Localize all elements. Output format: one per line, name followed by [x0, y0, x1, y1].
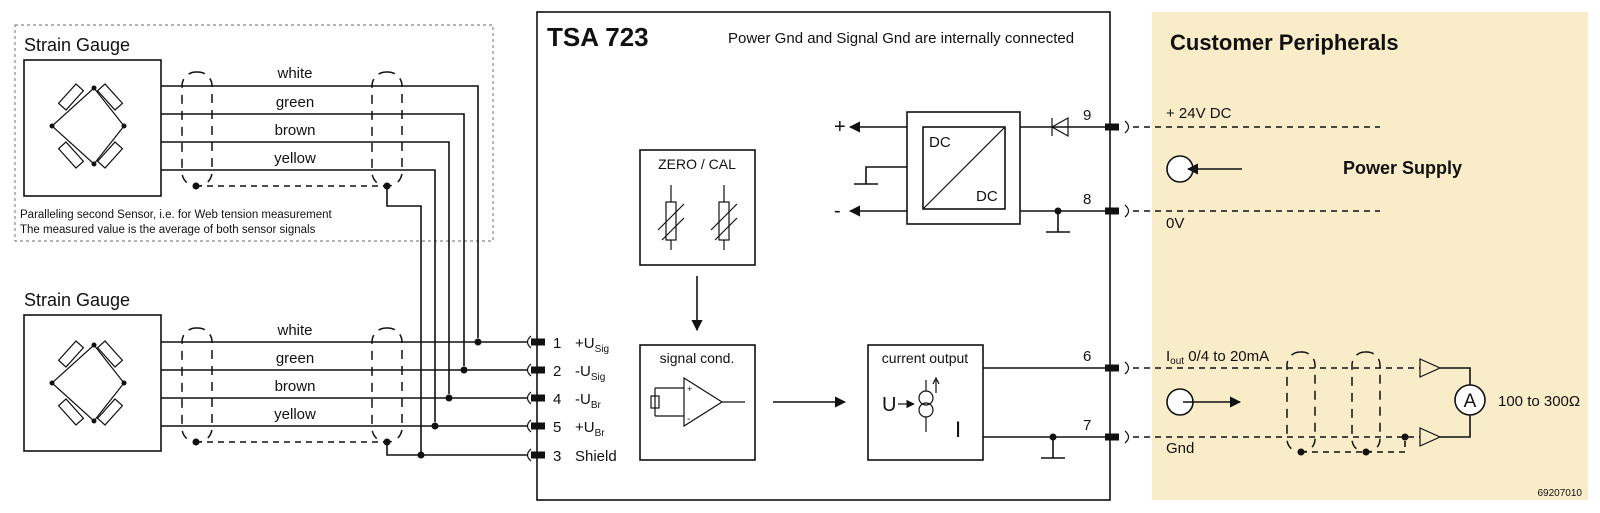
bottom-cable-shield-right: [371, 327, 403, 443]
svg-text:2: 2: [553, 363, 561, 380]
top-wire-green: [161, 113, 465, 366]
minus-sign: -: [834, 200, 841, 222]
trim-potentiometer-icon: [657, 185, 738, 250]
bottom-wire-label-brown: brown: [275, 378, 316, 395]
dc-dc-converter: [906, 111, 1021, 225]
terminal-3: 3 Shield: [526, 448, 617, 465]
bottom-cable-shield-left: [181, 327, 213, 443]
second-sensor-group-box: [14, 24, 494, 242]
terminal-7: 7: [1083, 417, 1130, 444]
iout-label: Iout 0/4 to 20mA: [1166, 348, 1269, 367]
ammeter-icon: [1454, 384, 1486, 416]
top-wire-white: [161, 85, 479, 338]
top-wire-brown: [161, 141, 450, 394]
customer-peripherals-area: [1152, 12, 1588, 500]
top-cable-shield-right: [371, 71, 403, 187]
top-wire-label-white: white: [276, 65, 312, 82]
dc-dc-inner: [922, 126, 1006, 210]
tsa-723-box: [536, 11, 1111, 501]
svg-text:5: 5: [553, 419, 561, 436]
svg-text:3: 3: [553, 448, 561, 465]
svg-text:+USig: +USig: [575, 335, 609, 355]
wheatstone-bridge-bottom-icon: [49, 340, 127, 426]
diode-icon: [1050, 116, 1069, 138]
terminal-8: 8: [1083, 191, 1130, 218]
svg-text:1: 1: [553, 335, 561, 352]
zero-v-label: 0V: [1166, 215, 1184, 232]
svg-text:+: +: [687, 384, 692, 394]
terminal-5: 5 +UBr: [526, 419, 605, 439]
dc-top-label: DC: [929, 134, 951, 151]
svg-text:8: 8: [1083, 191, 1091, 208]
gnd-label: Gnd: [1166, 440, 1194, 457]
plus-24v-label: + 24V DC: [1166, 105, 1232, 122]
svg-text:6: 6: [1083, 348, 1091, 365]
svg-text:-USig: -USig: [575, 363, 605, 383]
load-loop: [1440, 367, 1471, 438]
terminal-4: 4 -UBr: [526, 391, 601, 411]
svg-text:-: -: [687, 414, 690, 425]
shield-wire-to-terminal: [386, 442, 528, 456]
device-title: TSA 723: [547, 22, 649, 52]
plus-sign: +: [834, 116, 846, 138]
customer-shield-drain: [1301, 437, 1406, 453]
figure-id: 69207010: [1538, 488, 1583, 499]
strain-gauge-bottom-title: Strain Gauge: [24, 290, 130, 310]
load-label: 100 to 300Ω: [1498, 393, 1580, 410]
svg-text:Shield: Shield: [575, 448, 617, 465]
current-output-block: [867, 344, 984, 461]
top-wire-label-yellow: yellow: [274, 150, 316, 167]
svg-text:U: U: [882, 394, 896, 416]
wheatstone-bridge-top-icon: [49, 83, 127, 169]
top-wire-label-brown: brown: [275, 122, 316, 139]
power-supply-arrow-icon: [1166, 155, 1242, 183]
zero-cal-label: ZERO / CAL: [658, 156, 736, 172]
bottom-wire-label-white: white: [276, 322, 312, 339]
ammeter-symbol: A: [1464, 391, 1477, 412]
top-cable-shield-left: [181, 71, 213, 187]
svg-text:7: 7: [1083, 417, 1091, 434]
strain-gauge-top-box: [23, 59, 162, 197]
current-output-label: current output: [882, 350, 968, 366]
svg-text:9: 9: [1083, 107, 1091, 124]
top-wire-yellow: [161, 169, 436, 422]
svg-text:-UBr: -UBr: [575, 391, 601, 411]
internal-ground: [854, 166, 907, 185]
customer-title: Customer Peripherals: [1170, 30, 1399, 55]
strain-gauge-top-title: Strain Gauge: [24, 35, 130, 55]
device-note: Power Gnd and Signal Gnd are internally …: [728, 30, 1074, 47]
bottom-wire-label-green: green: [276, 350, 314, 367]
signal-cond-label: signal cond.: [660, 350, 735, 366]
svg-text:I: I: [955, 417, 961, 442]
bottom-wire-label-yellow: yellow: [274, 406, 316, 423]
current-source-icon: U I: [882, 376, 961, 442]
parallel-note-line1: Paralleling second Sensor, i.e. for Web …: [20, 209, 333, 221]
dc-bottom-label: DC: [976, 188, 998, 205]
power-supply-label: Power Supply: [1343, 158, 1462, 178]
terminal-6: 6: [1083, 348, 1130, 375]
terminal-1: 1 +USig: [526, 335, 609, 355]
parallel-note-line2: The measured value is the average of bot…: [20, 224, 316, 236]
current-output-arrow-icon: [1166, 388, 1242, 416]
top-wire-label-green: green: [276, 94, 314, 111]
op-amp-icon: + -: [650, 376, 745, 428]
svg-text:4: 4: [553, 391, 561, 408]
iout-arrowhead: [1419, 358, 1442, 378]
zero-cal-block: [639, 149, 756, 266]
terminal-2: 2 -USig: [526, 363, 605, 383]
signal-cond-block: [639, 344, 756, 461]
svg-text:+UBr: +UBr: [575, 419, 605, 439]
top-shield-to-terminal: [386, 186, 422, 455]
strain-gauge-bottom-box: [23, 314, 162, 452]
terminal-9: 9: [1083, 107, 1130, 134]
gnd-arrowhead: [1419, 427, 1442, 447]
